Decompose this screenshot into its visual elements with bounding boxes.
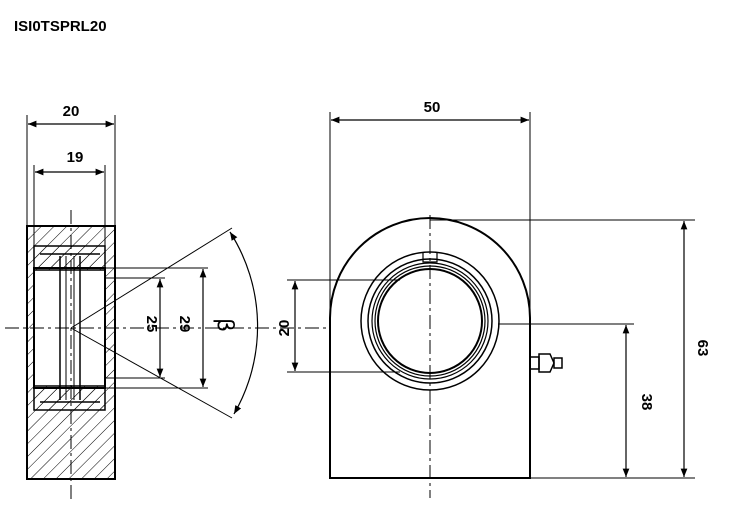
grease-nipple-icon — [529, 353, 563, 373]
dim-center-height — [498, 323, 695, 479]
part-number-title: ISI0TSPRL20 — [14, 18, 107, 35]
dim-total-height — [430, 219, 695, 477]
ball-dia-2-label: 29 — [176, 316, 193, 333]
side-width-outer-label: 20 — [63, 103, 80, 120]
side-view — [5, 210, 420, 500]
ball-dia-1-label: 25 — [143, 316, 160, 333]
dim-side-width-outer — [26, 115, 116, 226]
dim-bore — [287, 279, 400, 373]
front-width-label: 50 — [424, 99, 441, 116]
side-view-bore — [33, 267, 106, 389]
bore-label: 20 — [276, 320, 293, 337]
side-width-inner-label: 19 — [67, 149, 84, 166]
front-view — [329, 215, 563, 498]
dim-side-width-inner — [33, 165, 106, 246]
dim-front-width — [329, 112, 531, 318]
center-height-label: 38 — [638, 394, 655, 411]
total-height-label: 63 — [694, 340, 711, 357]
angle-beta-label: β — [212, 318, 237, 332]
